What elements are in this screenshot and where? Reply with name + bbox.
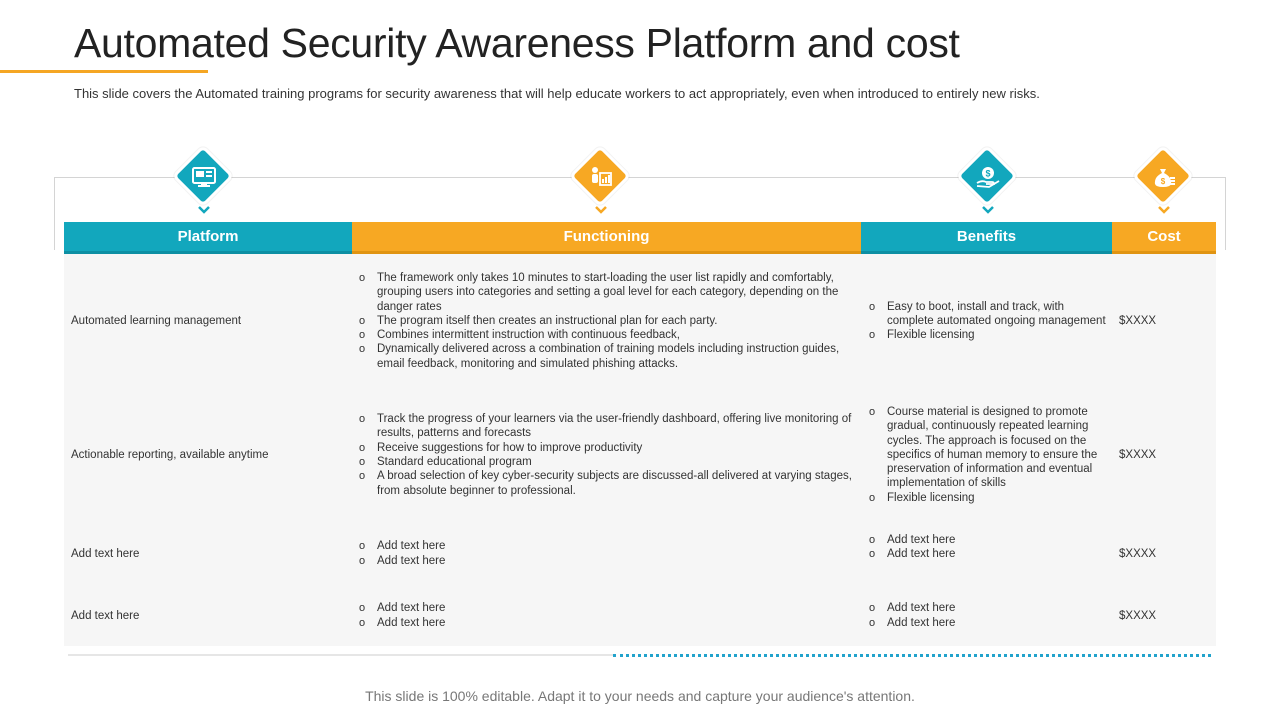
header-cost: Cost — [1112, 222, 1216, 254]
cost-cell: $XXXX — [1119, 547, 1157, 560]
list-item: Receive suggestions for how to improve p… — [358, 441, 861, 456]
table-row: Add text here Add text here Add text her… — [64, 522, 1216, 585]
benefits-icon-badge: $ — [960, 149, 1015, 218]
benefits-cell: Add text here Add text here — [861, 522, 1112, 585]
functioning-cell: Track the progress of your learners via … — [352, 388, 861, 522]
list-item: The framework only takes 10 minutes to s… — [358, 271, 861, 314]
table-body: Automated learning management The framew… — [64, 254, 1216, 646]
cost-cell: $XXXX — [1119, 609, 1157, 622]
slide-subtitle: This slide covers the Automated training… — [74, 86, 1040, 101]
table-header: Platform Functioning Benefits Cost — [64, 222, 1216, 254]
list-item: Standard educational program — [358, 455, 861, 470]
list-item: Add text here — [868, 616, 955, 631]
functioning-cell: Add text here Add text here — [352, 585, 861, 646]
icon-connector-line — [54, 177, 1226, 250]
list-item: Add text here — [358, 616, 445, 631]
table-row: Actionable reporting, available anytime … — [64, 388, 1216, 522]
bottom-divider-dotted — [613, 654, 1211, 657]
benefits-cell: Add text here Add text here — [861, 585, 1112, 646]
platform-cell: Automated learning management — [71, 315, 242, 327]
list-item: Add text here — [358, 539, 445, 554]
list-item: The program itself then creates an instr… — [358, 314, 861, 329]
svg-text:$: $ — [985, 169, 990, 179]
benefits-cell: Course material is designed to promote g… — [861, 388, 1112, 522]
list-item: Add text here — [358, 554, 445, 569]
benefits-cell: Easy to boot, install and track, with co… — [861, 254, 1112, 388]
slide-footer: This slide is 100% editable. Adapt it to… — [365, 688, 915, 704]
list-item: Add text here — [358, 601, 445, 616]
cost-cell: $XXXX — [1119, 315, 1157, 327]
people-chart-icon — [574, 150, 628, 204]
platform-cell: Add text here — [71, 609, 140, 622]
svg-text:$: $ — [1161, 177, 1166, 186]
platform-cost-table: Platform Functioning Benefits Cost Autom… — [64, 222, 1216, 646]
bottom-divider-solid — [68, 654, 613, 656]
list-item: Course material is designed to promote g… — [868, 405, 1112, 491]
money-bag-icon: $ — [1137, 150, 1191, 204]
platform-cell: Add text here — [71, 547, 140, 560]
header-functioning: Functioning — [352, 222, 861, 254]
list-item: Dynamically delivered across a combinati… — [358, 342, 861, 371]
table-row: Add text here Add text here Add text her… — [64, 585, 1216, 646]
functioning-cell: The framework only takes 10 minutes to s… — [352, 254, 861, 388]
platform-icon-badge — [176, 149, 231, 218]
list-item: Flexible licensing — [868, 491, 1112, 506]
list-item: Flexible licensing — [868, 328, 1112, 343]
cost-cell: $XXXX — [1119, 449, 1157, 461]
list-item: Add text here — [868, 547, 955, 562]
header-benefits: Benefits — [861, 222, 1112, 254]
hand-coin-icon: $ — [961, 150, 1015, 204]
list-item: A broad selection of key cyber-security … — [358, 469, 861, 498]
list-item: Add text here — [868, 601, 955, 616]
functioning-icon-badge — [573, 149, 628, 218]
platform-cell: Actionable reporting, available anytime — [71, 449, 269, 461]
table-row: Automated learning management The framew… — [64, 254, 1216, 388]
list-item: Combines intermittent instruction with c… — [358, 328, 861, 343]
computer-screen-icon — [177, 150, 231, 204]
header-platform: Platform — [64, 222, 352, 254]
list-item: Track the progress of your learners via … — [358, 412, 861, 441]
slide-title: Automated Security Awareness Platform an… — [74, 20, 960, 66]
title-accent-line — [0, 70, 208, 73]
cost-icon-badge: $ — [1136, 149, 1191, 218]
functioning-cell: Add text here Add text here — [352, 522, 861, 585]
list-item: Add text here — [868, 533, 955, 548]
list-item: Easy to boot, install and track, with co… — [868, 300, 1112, 329]
